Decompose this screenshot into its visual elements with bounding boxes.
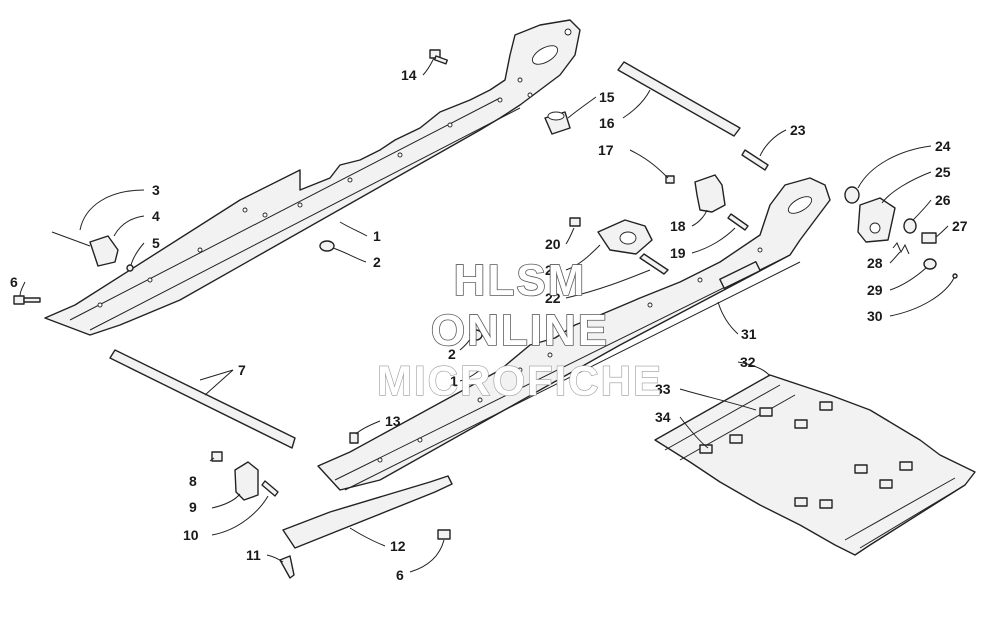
nut-17 xyxy=(665,175,675,184)
callout-21: 21 xyxy=(545,262,561,278)
callout-28: 28 xyxy=(867,255,883,271)
callout-6-right: 6 xyxy=(396,567,404,583)
callout-8: 8 xyxy=(189,473,197,489)
bolt-22 xyxy=(639,253,669,275)
callout-34: 34 xyxy=(655,409,671,425)
wheel-9 xyxy=(234,461,259,501)
pin-30 xyxy=(952,273,958,279)
callout-29: 29 xyxy=(867,282,883,298)
bolt-14 xyxy=(429,49,448,65)
callout-14: 14 xyxy=(401,67,417,83)
rear-slide-rail xyxy=(44,19,581,336)
callout-2-front: 2 xyxy=(448,346,456,362)
callout-19: 19 xyxy=(670,245,686,261)
callout-labels: 1 1 2 2 3 4 5 6 6 7 8 9 10 11 12 13 14 1… xyxy=(10,67,968,583)
screw-11 xyxy=(279,555,295,579)
callout-33: 33 xyxy=(655,381,671,397)
washer-29 xyxy=(923,258,937,270)
watermark-line-3: MICROFICHE xyxy=(377,357,663,404)
bolt-20 xyxy=(569,217,581,227)
watermark: HLSM ONLINE MICROFICHE xyxy=(376,255,663,404)
rear-axle xyxy=(617,61,741,137)
bolt-19 xyxy=(727,213,749,231)
callout-1-front: 1 xyxy=(450,373,458,389)
watermark-line-2: ONLINE xyxy=(431,306,609,355)
callout-16: 16 xyxy=(599,115,615,131)
callout-17: 17 xyxy=(598,142,614,158)
callout-24: 24 xyxy=(935,138,951,154)
bushing-15 xyxy=(544,111,571,135)
callout-3: 3 xyxy=(152,182,160,198)
callout-22: 22 xyxy=(545,290,561,306)
callout-15: 15 xyxy=(599,89,615,105)
block-18 xyxy=(694,174,726,213)
watermark-line-1: HLSM xyxy=(454,256,587,305)
washer-24 xyxy=(844,186,860,204)
adjuster-block-25 xyxy=(857,197,896,243)
callout-20: 20 xyxy=(545,236,561,252)
callout-23: 23 xyxy=(790,122,806,138)
leader-lines xyxy=(19,57,955,573)
callout-18: 18 xyxy=(670,218,686,234)
callout-12: 12 xyxy=(390,538,406,554)
track-32 xyxy=(654,374,976,556)
callout-13: 13 xyxy=(385,413,401,429)
bolt-10 xyxy=(261,480,279,497)
front-slide-rail xyxy=(317,177,831,491)
bolt-8 xyxy=(211,451,223,462)
callout-26: 26 xyxy=(935,192,951,208)
callout-27: 27 xyxy=(952,218,968,234)
washer-26 xyxy=(903,218,917,234)
bracket-21 xyxy=(569,217,669,275)
washer-2-upper xyxy=(319,240,335,252)
callout-30: 30 xyxy=(867,308,883,324)
callout-10: 10 xyxy=(183,527,199,543)
wear-strip-12 xyxy=(282,475,453,549)
callout-2-rear: 2 xyxy=(373,254,381,270)
callout-7: 7 xyxy=(238,362,246,378)
stopper-block-4 xyxy=(51,231,134,272)
callout-9: 9 xyxy=(189,499,197,515)
spring-28 xyxy=(892,242,910,255)
callout-31: 31 xyxy=(741,326,757,342)
callout-25: 25 xyxy=(935,164,951,180)
pin-23 xyxy=(741,149,769,171)
bolt-13 xyxy=(349,432,359,444)
callout-4: 4 xyxy=(152,208,160,224)
callout-32: 32 xyxy=(740,354,756,370)
callout-1-rear: 1 xyxy=(373,228,381,244)
callout-5: 5 xyxy=(152,235,160,251)
callout-6-left: 6 xyxy=(10,274,18,290)
callout-11: 11 xyxy=(246,547,261,563)
bolt-27 xyxy=(921,232,937,244)
front-axle xyxy=(109,349,296,449)
washer-2-lower xyxy=(469,329,483,341)
bolt-6-left xyxy=(13,295,41,305)
bolt-6-right xyxy=(437,529,451,540)
